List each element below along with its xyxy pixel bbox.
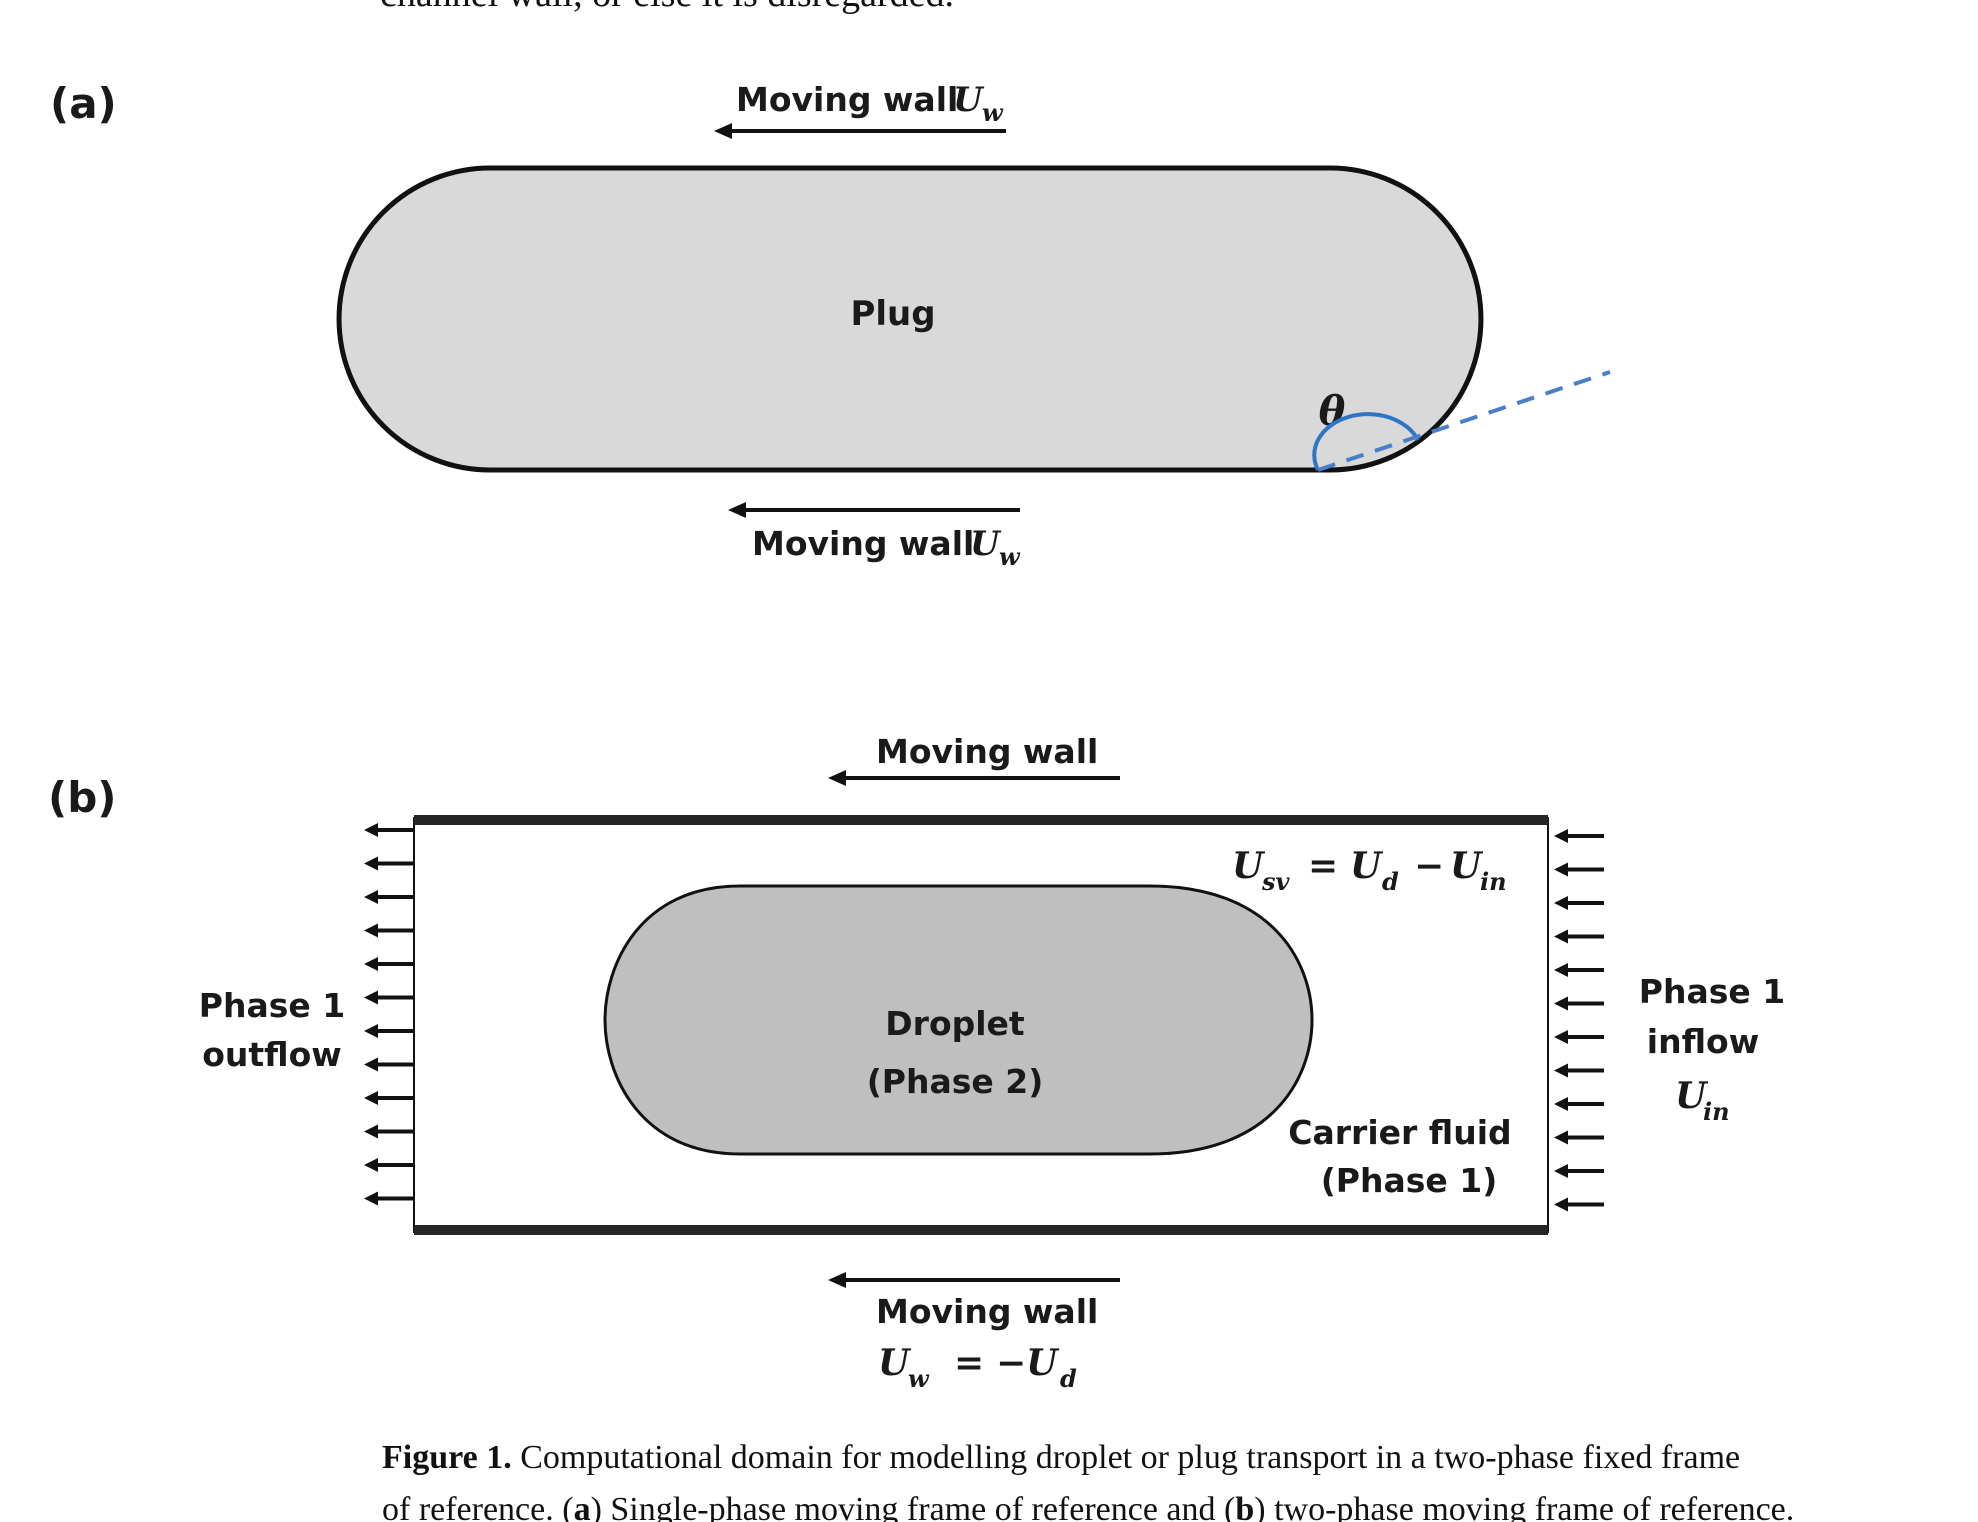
inflow-arrow	[1554, 929, 1604, 944]
plug-shape	[336, 165, 1484, 473]
caption-line2-pre: of reference. (	[382, 1491, 574, 1522]
panel-a-top-wall-arrow	[714, 123, 1006, 139]
carrier-fluid-label-line2: (Phase 1)	[1321, 1161, 1498, 1200]
wall-eq-lhs: U	[878, 1342, 912, 1384]
panel-a-bottom-wall-var: U	[970, 524, 1002, 564]
eq-equals: =	[1308, 845, 1338, 887]
outflow-arrow	[364, 990, 414, 1005]
droplet-label-line1: Droplet	[885, 1004, 1025, 1043]
inflow-arrow	[1554, 1097, 1604, 1111]
wall-velocity-equation: U w = −U d	[878, 1342, 1077, 1393]
caption-a: a	[574, 1491, 591, 1522]
caption-b: b	[1235, 1491, 1254, 1522]
inflow-arrow	[1554, 1063, 1604, 1078]
panel-a-bottom-wall-arrow	[728, 502, 1020, 518]
top-text-fragment: channel wall, or else it is disregarded.	[380, 0, 954, 15]
contact-angle-symbol: θ	[1319, 388, 1346, 435]
inflow-velocity-var: U	[1675, 1075, 1709, 1117]
panel-b-label: (b)	[48, 773, 116, 822]
channel-top-wall	[414, 815, 1548, 825]
outflow-arrow	[364, 1191, 414, 1206]
inflow-arrow	[1554, 996, 1604, 1011]
droplet-shape	[603, 884, 1314, 1156]
eq-term1-sub: d	[1382, 867, 1399, 896]
wall-eq-rhs: −U	[996, 1342, 1060, 1384]
outflow-arrow	[364, 957, 414, 971]
wall-eq-lhs-sub: w	[908, 1364, 930, 1393]
inflow-arrow	[1554, 963, 1604, 977]
panel-b-top-wall-label: Moving wall	[876, 732, 1098, 771]
wall-eq-equals: =	[954, 1342, 984, 1384]
panel-a-top-wall-label: Moving wall	[736, 80, 958, 119]
inflow-arrow	[1554, 1130, 1604, 1145]
outflow-arrow	[364, 1057, 414, 1072]
eq-lhs: U	[1232, 845, 1266, 887]
panel-a-top-wall-var: U	[953, 80, 985, 120]
inflow-arrow	[1554, 896, 1604, 910]
outflow-arrows	[364, 823, 414, 1206]
caption-line1-text: Computational domain for modelling dropl…	[512, 1439, 1740, 1476]
outflow-arrow	[364, 923, 414, 938]
outflow-arrow	[364, 1158, 414, 1172]
contact-angle-arc	[1312, 412, 1420, 471]
panel-a-top-wall-sub: w	[982, 98, 1004, 127]
panel-b-bottom-wall-arrow	[828, 1272, 1120, 1288]
caption-line2-mid: ) Single-phase moving frame of reference…	[591, 1491, 1236, 1522]
eq-term2-sub: in	[1480, 867, 1507, 896]
inflow-arrow	[1554, 1197, 1604, 1212]
outflow-label-line1: Phase 1	[199, 986, 345, 1025]
outflow-arrow	[364, 823, 414, 837]
outflow-arrow	[364, 1024, 414, 1038]
caption-figure-label: Figure 1.	[382, 1439, 512, 1476]
inflow-label-line1: Phase 1	[1639, 972, 1785, 1011]
panel-a-bottom-wall-label: Moving wall	[752, 524, 974, 563]
eq-term1: U	[1350, 845, 1384, 887]
eq-term2: U	[1450, 845, 1484, 887]
outflow-arrow	[364, 1124, 414, 1139]
caption-line2-post: ) two-phase moving frame of reference.	[1254, 1491, 1794, 1522]
slip-velocity-equation: U sv = U d − U in	[1232, 845, 1507, 896]
panel-a-bottom-wall-sub: w	[999, 542, 1021, 571]
panel-b-top-wall-arrow	[828, 770, 1120, 786]
droplet-label-line2: (Phase 2)	[867, 1062, 1044, 1101]
outflow-arrow	[364, 1091, 414, 1105]
panel-a-label: (a)	[50, 79, 117, 128]
inflow-arrow	[1554, 829, 1604, 843]
eq-lhs-sub: sv	[1261, 867, 1291, 896]
wall-eq-rhs-sub: d	[1060, 1364, 1077, 1393]
outflow-label-line2: outflow	[202, 1035, 342, 1074]
inflow-arrow	[1554, 1030, 1604, 1044]
carrier-fluid-label-line1: Carrier fluid	[1288, 1113, 1511, 1152]
inflow-label-line2: inflow	[1647, 1022, 1759, 1061]
outflow-arrow	[364, 890, 414, 904]
caption-line1: Figure 1. Computational domain for model…	[382, 1439, 1740, 1476]
eq-minus: −	[1414, 845, 1444, 887]
panel-b-bottom-wall-label: Moving wall	[876, 1292, 1098, 1331]
plug-label: Plug	[850, 294, 935, 334]
inflow-arrows	[1554, 829, 1604, 1212]
outflow-arrow	[364, 856, 414, 871]
inflow-arrow	[1554, 862, 1604, 877]
inflow-arrow	[1554, 1164, 1604, 1178]
channel-bottom-wall	[414, 1225, 1548, 1235]
inflow-velocity-sub: in	[1703, 1097, 1730, 1126]
tangent-dashed-line	[1317, 370, 1611, 472]
caption-line2: of reference. (a) Single-phase moving fr…	[382, 1491, 1794, 1522]
